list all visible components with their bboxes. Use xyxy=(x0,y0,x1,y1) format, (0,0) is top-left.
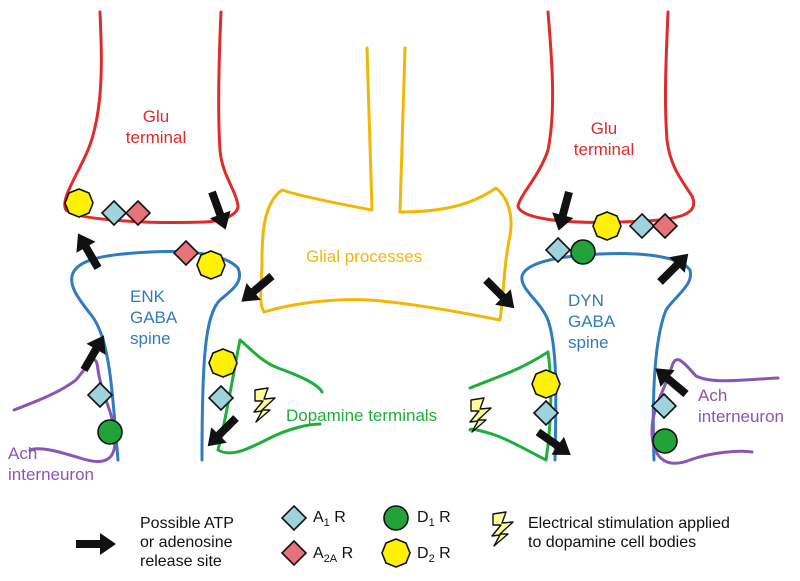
a1-receptor-icon xyxy=(650,392,678,420)
dopamine-terminal-right xyxy=(468,350,553,462)
a1-receptor-icon xyxy=(544,236,572,264)
enk-spine-label: ENK GABA spine xyxy=(130,287,178,348)
legend-a1-icon xyxy=(280,504,308,532)
ach-interneuron-right-label: Ach interneuron xyxy=(698,386,785,426)
a2a-receptor-icon xyxy=(124,199,152,227)
lightning-icon xyxy=(469,397,492,433)
dopamine-terminal-left xyxy=(216,338,324,455)
d2-receptor-icon xyxy=(196,250,226,280)
dopamine-terminals-label: Dopamine terminals xyxy=(286,406,438,425)
dyn-spine-outline xyxy=(520,252,693,462)
d1-receptor-icon xyxy=(652,428,678,454)
legend-d1-icon xyxy=(383,505,409,531)
release-arrow-icon xyxy=(548,189,580,234)
legend-d2-label: D2 R xyxy=(417,545,451,566)
release-arrow-icon xyxy=(68,227,108,274)
d2-receptor-icon xyxy=(531,369,561,399)
a1-receptor-icon xyxy=(207,384,235,412)
legend-a2a-icon xyxy=(280,539,308,567)
legend-stimulation-label: Electrical stimulation applied to dopami… xyxy=(528,515,730,551)
legend-d1-label: D1 R xyxy=(417,509,451,530)
a1-receptor-icon xyxy=(532,399,560,427)
enk-spine-outline xyxy=(70,250,241,462)
legend-arrow-label: Possible ATP or adenosine release site xyxy=(140,515,234,570)
release-arrow-icon xyxy=(199,410,244,455)
glu-terminal-right-label: Glu terminal xyxy=(573,119,635,159)
d1-receptor-icon xyxy=(97,419,123,445)
glial-processes xyxy=(259,46,513,322)
legend-arrow-icon xyxy=(76,533,116,555)
release-arrow-icon xyxy=(201,188,237,234)
legend-lightning-icon xyxy=(491,511,514,547)
d2-receptor-icon xyxy=(208,348,238,378)
legend-a2a-label: A2A R xyxy=(313,545,354,566)
lightning-icon xyxy=(253,387,276,423)
glial-processes-label: Glial processes xyxy=(306,247,423,266)
a1-receptor-icon xyxy=(628,212,656,240)
legend-a1-label: A1 R xyxy=(313,509,346,530)
a1-receptor-icon xyxy=(100,199,128,227)
ach-interneuron-left xyxy=(12,358,117,463)
glu-terminal-left xyxy=(63,10,240,224)
ach-interneuron-left-label: Ach interneuron xyxy=(8,444,95,484)
d1-receptor-icon xyxy=(570,239,596,265)
a1-receptor-icon xyxy=(86,381,114,409)
a2a-receptor-icon xyxy=(651,212,679,240)
dyn-spine-label: DYN GABA spine xyxy=(568,291,616,352)
a2a-receptor-icon xyxy=(172,239,200,267)
d2-receptor-icon xyxy=(64,188,94,218)
ach-interneuron-right xyxy=(650,358,780,465)
legend-d2-icon xyxy=(381,538,411,568)
d2-receptor-icon xyxy=(592,211,622,241)
glu-terminal-left-label: Glu terminal xyxy=(125,107,187,147)
